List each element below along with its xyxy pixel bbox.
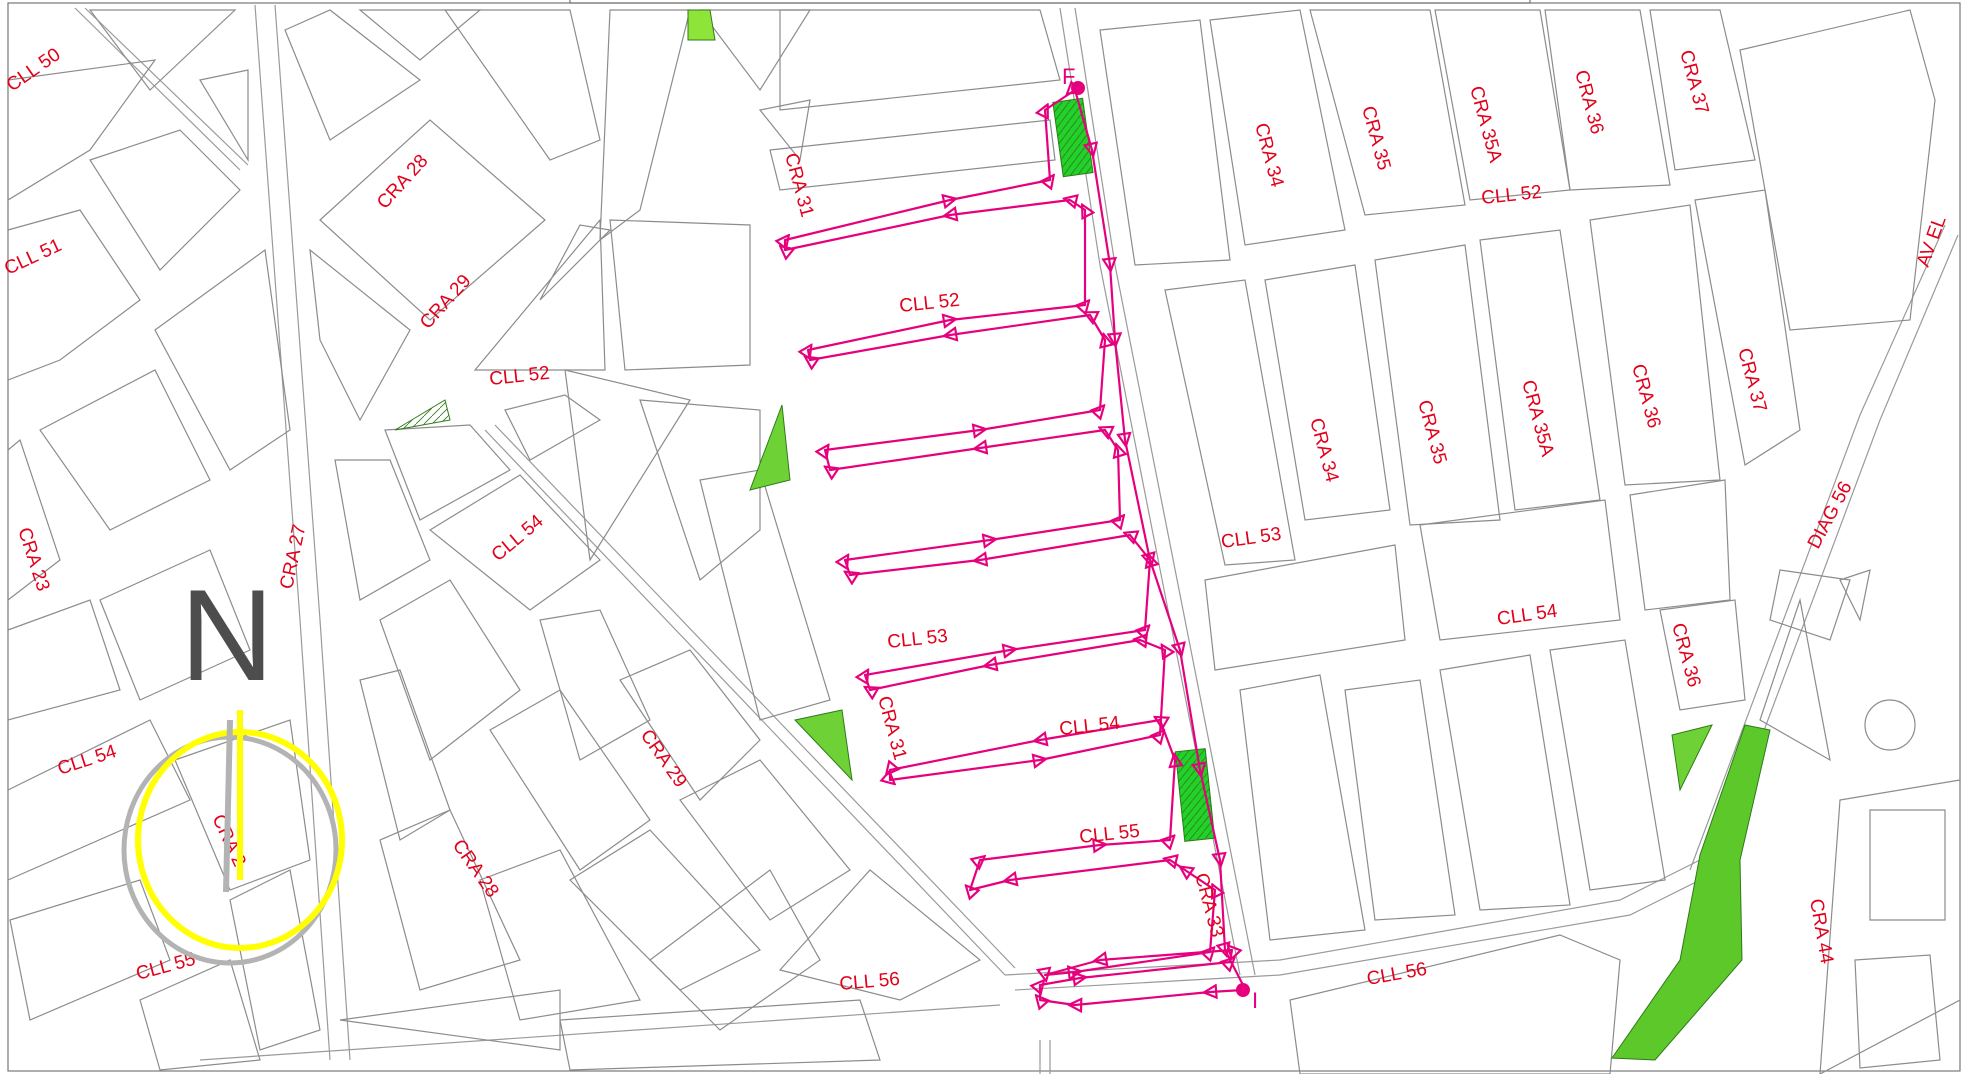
- street-label: CLL 52: [898, 290, 960, 317]
- street-label: CRA 36: [1627, 362, 1664, 431]
- street-label: CLL 56: [839, 969, 901, 995]
- street-label: CLL 55: [1078, 821, 1140, 848]
- street-label: CLL 51: [1, 235, 65, 280]
- street-label: CRA 31: [873, 694, 910, 763]
- parks: [394, 9, 1771, 1061]
- street-label: CLL 54: [1058, 713, 1121, 740]
- street-label: CLL 50: [3, 44, 65, 96]
- street-label: CRA 36: [1570, 68, 1607, 137]
- park-top: [687, 9, 716, 41]
- street-label: CRA 31: [780, 151, 817, 220]
- north-compass: N: [121, 562, 345, 966]
- street-label: CLL 53: [1220, 524, 1283, 553]
- north-letter: N: [180, 562, 274, 708]
- street-label: DIAG 56: [1804, 478, 1857, 552]
- street-label: CRA 37: [1733, 346, 1770, 415]
- route-line: [785, 90, 1244, 1005]
- street-label: CRA 35: [1413, 398, 1450, 467]
- street-label: CRA 34: [1305, 416, 1342, 485]
- street-label: CLL 52: [1480, 182, 1542, 209]
- street-label: CRA 29: [636, 726, 691, 792]
- street-label: CRA 35A: [1465, 84, 1506, 165]
- compass-needle: [223, 719, 233, 893]
- city-blocks: [7, 9, 1961, 1074]
- road-network: [74, 4, 1959, 1074]
- plaza-south-grid: [1175, 748, 1215, 842]
- park-triangle: [749, 404, 791, 491]
- park-small: [794, 709, 853, 782]
- start-marker-label: I: [1252, 988, 1258, 1013]
- park-diag: [1671, 724, 1713, 792]
- street-label: CRA 35A: [1517, 378, 1558, 459]
- street-label: CLL 53: [886, 626, 948, 653]
- street-label: CRA 34: [1250, 121, 1287, 190]
- street-label: CLL 54: [488, 511, 548, 566]
- street-label: CRA 29: [416, 271, 475, 334]
- plaza-north-grid: [1052, 98, 1094, 177]
- street-label: CRA 28: [448, 836, 503, 902]
- street-label: CRA 28: [373, 151, 432, 214]
- street-label: CLL 54: [55, 741, 119, 780]
- end-marker-label: F: [1062, 64, 1075, 89]
- hatched-triangle: [394, 399, 451, 431]
- street-label: CLL 54: [1496, 601, 1559, 630]
- street-label: CRA 36: [1667, 621, 1704, 690]
- street-label: CRA 35: [1357, 104, 1394, 173]
- street-label: CLL 56: [1365, 959, 1428, 990]
- collection-route: I F: [785, 64, 1258, 1013]
- street-label: CRA 37: [1675, 48, 1712, 117]
- street-label: CRA 27: [276, 523, 310, 591]
- street-label: CRA 23: [13, 525, 53, 594]
- street-labels: CLL 50 CLL 51 CRA 28 CRA 29 CLL 52 CRA 2…: [1, 44, 1950, 995]
- start-point: [1236, 983, 1250, 997]
- street-label: CLL 52: [488, 363, 550, 390]
- park-strip: [1611, 724, 1771, 1061]
- end-point: [1071, 81, 1085, 95]
